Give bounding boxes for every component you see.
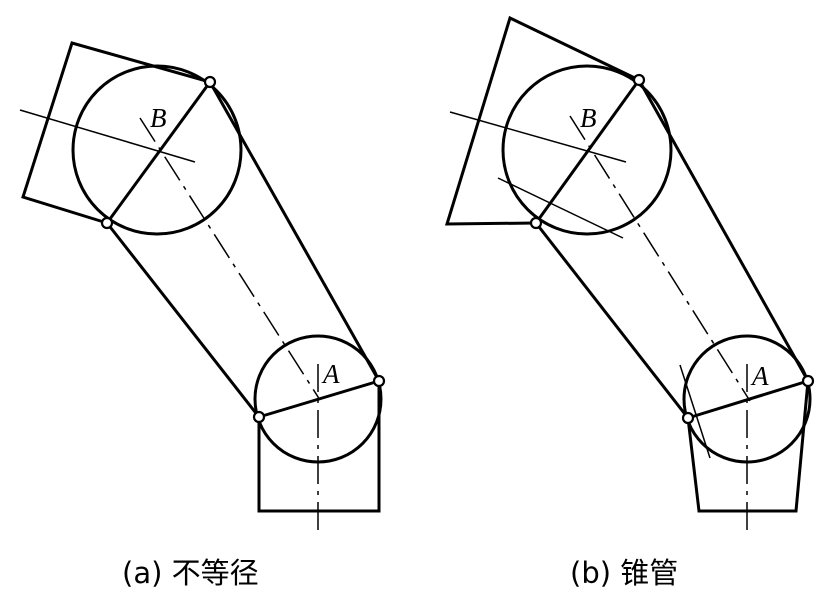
panel-a-node-left <box>100 216 114 230</box>
panel-b-inner-generator <box>534 222 690 419</box>
panel-a: B A (a) 不等径 <box>19 41 386 590</box>
panel-a-diameter-b <box>105 81 212 224</box>
panel-a-axis-ab <box>139 117 321 401</box>
panel-b-node-left <box>529 216 543 230</box>
panel-b-outer-generator <box>637 79 810 382</box>
panel-a-upper-flange <box>21 41 211 225</box>
panel-b-diameter-a <box>687 379 809 420</box>
panel-a-circle-b <box>71 64 243 236</box>
panel-b-caption: (b) 锥管 <box>570 556 678 590</box>
panel-b-label-b: B <box>580 103 597 133</box>
panel-a-inner-generator <box>105 222 261 418</box>
panel-b-cross-line-b <box>449 111 627 163</box>
panel-a-node-top <box>203 75 217 89</box>
panel-a-cross-line-b <box>19 109 196 163</box>
panel-a-node-right-a <box>372 374 386 388</box>
panel-a-caption: (a) 不等径 <box>122 556 259 590</box>
panel-b-upper-flange <box>444 15 640 226</box>
panel-b-label-a: A <box>750 361 769 391</box>
panel-b-circle-b <box>501 64 673 236</box>
panel-b-tangent-lower <box>679 364 711 459</box>
panel-b-node-right-a <box>801 374 815 388</box>
panel-b: B A (b) 锥管 <box>444 15 815 590</box>
panel-a-label-b: B <box>150 103 167 133</box>
panel-a-label-a: A <box>321 359 340 389</box>
panel-a-node-left-a <box>252 410 266 424</box>
panel-b-tangent-upper <box>497 177 624 239</box>
panel-b-node-left-a <box>681 411 695 425</box>
panel-a-lower-pipe <box>257 381 381 513</box>
panel-b-axis-ab <box>569 115 751 402</box>
panel-b-node-top <box>632 73 646 87</box>
panel-a-outer-generator <box>208 81 381 382</box>
